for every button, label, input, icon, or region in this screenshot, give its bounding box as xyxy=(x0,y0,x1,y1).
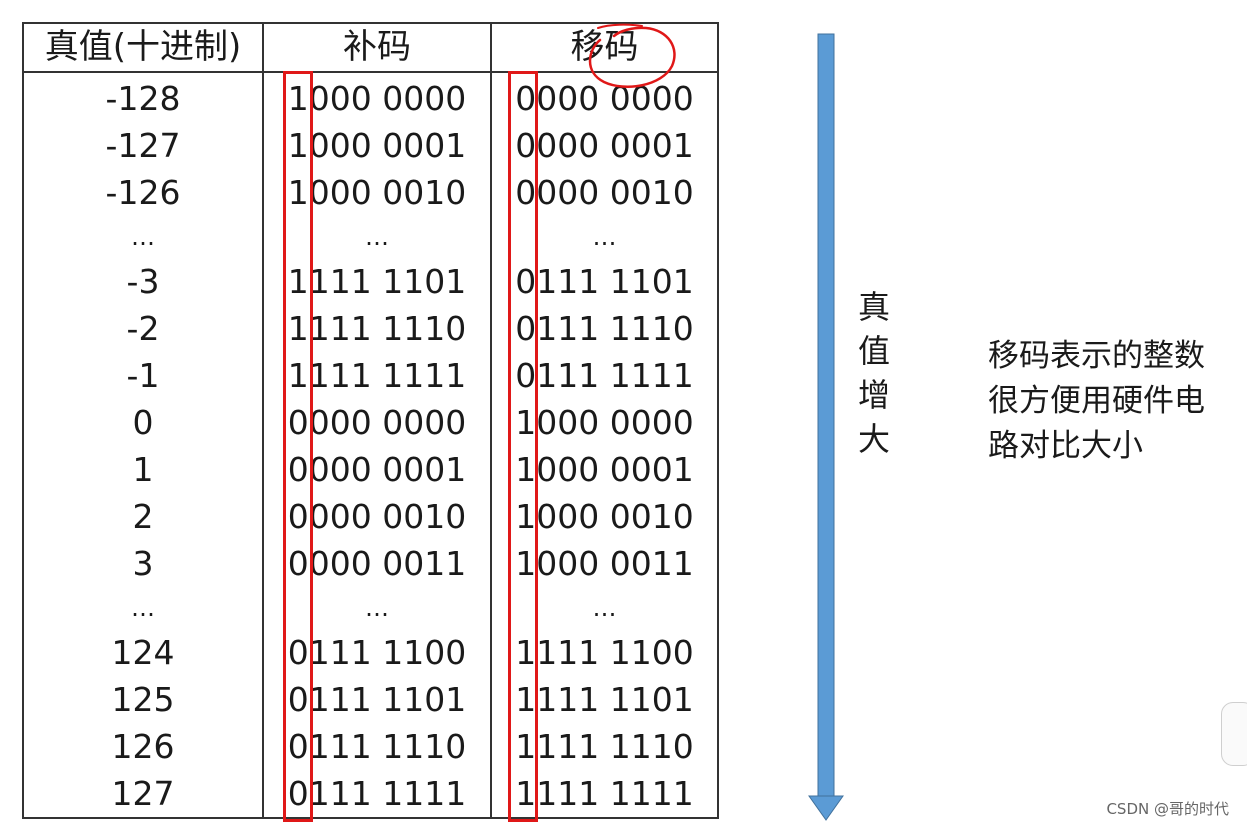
cell-twos-complement: 0000 0000 xyxy=(262,399,492,446)
cell-twos-complement: 1111 1110 xyxy=(262,305,492,352)
note-line: 很方便用硬件电 xyxy=(988,383,1205,419)
cell-excess-code: 1111 1100 xyxy=(490,629,719,676)
cell-twos-complement: 1000 0001 xyxy=(262,122,492,169)
arrow-label-char: 大 xyxy=(857,420,890,458)
cell-true-value: -2 xyxy=(22,305,264,352)
cell-true-value: -1 xyxy=(22,352,264,399)
cell-excess-code: … xyxy=(490,216,719,258)
cell-excess-code: 0000 0001 xyxy=(490,122,719,169)
cell-true-value: 1 xyxy=(22,446,264,493)
table-row: ……… xyxy=(22,587,719,629)
cell-true-value: -3 xyxy=(22,258,264,305)
arrow-label-char: 真 xyxy=(857,288,890,326)
cell-true-value: 3 xyxy=(22,540,264,587)
cell-twos-complement: … xyxy=(262,587,492,629)
cell-excess-code: 1000 0001 xyxy=(490,446,719,493)
cell-excess-code: 0000 0010 xyxy=(490,169,719,216)
cell-true-value: 0 xyxy=(22,399,264,446)
cell-excess-code: 0111 1110 xyxy=(490,305,719,352)
cell-twos-complement: 1111 1111 xyxy=(262,352,492,399)
cell-twos-complement: 1000 0000 xyxy=(262,72,492,122)
cell-twos-complement: 1000 0010 xyxy=(262,169,492,216)
cell-excess-code: 1111 1110 xyxy=(490,723,719,770)
cell-true-value: -128 xyxy=(22,72,264,122)
cell-twos-complement: 0111 1111 xyxy=(262,770,492,819)
down-arrow-icon xyxy=(808,33,844,821)
arrow-label-char: 增 xyxy=(857,376,890,414)
cell-twos-complement: 1111 1101 xyxy=(262,258,492,305)
cell-twos-complement: … xyxy=(262,216,492,258)
table-row: ……… xyxy=(22,216,719,258)
cell-true-value: … xyxy=(22,216,264,258)
cell-true-value: 127 xyxy=(22,770,264,819)
note-line: 路对比大小 xyxy=(988,428,1143,464)
sign-bit-highlight-complement xyxy=(283,71,313,822)
header-excess-code: 移码 xyxy=(490,22,719,73)
arrow-label-char: 值 xyxy=(857,332,890,370)
cell-excess-code: 0000 0000 xyxy=(490,72,719,122)
cell-excess-code: 1111 1111 xyxy=(490,770,719,819)
cell-excess-code: 0111 1111 xyxy=(490,352,719,399)
cell-excess-code: 1000 0000 xyxy=(490,399,719,446)
cell-twos-complement: 0111 1100 xyxy=(262,629,492,676)
explanation-note: 移码表示的整数 很方便用硬件电 路对比大小 xyxy=(988,334,1243,469)
note-line: 移码表示的整数 xyxy=(988,338,1205,374)
sign-bit-highlight-excess xyxy=(508,71,538,822)
cell-true-value: … xyxy=(22,587,264,629)
circle-annotation-icon xyxy=(588,23,676,88)
watermark: CSDN @哥的时代 xyxy=(1106,800,1229,818)
cell-true-value: -127 xyxy=(22,122,264,169)
cell-true-value: 126 xyxy=(22,723,264,770)
header-twos-complement: 补码 xyxy=(262,22,492,73)
cell-excess-code: 1111 1101 xyxy=(490,676,719,723)
cell-true-value: 124 xyxy=(22,629,264,676)
cell-twos-complement: 0000 0011 xyxy=(262,540,492,587)
cell-twos-complement: 0111 1110 xyxy=(262,723,492,770)
header-true-value: 真值(十进制) xyxy=(22,22,264,73)
cell-true-value: 2 xyxy=(22,493,264,540)
cell-excess-code: 1000 0010 xyxy=(490,493,719,540)
cell-excess-code: … xyxy=(490,587,719,629)
cell-twos-complement: 0111 1101 xyxy=(262,676,492,723)
cell-true-value: 125 xyxy=(22,676,264,723)
cell-true-value: -126 xyxy=(22,169,264,216)
arrow-label: 真 值 增 大 xyxy=(856,285,892,461)
side-scroll-handle[interactable] xyxy=(1221,702,1247,766)
cell-excess-code: 0111 1101 xyxy=(490,258,719,305)
cell-twos-complement: 0000 0010 xyxy=(262,493,492,540)
cell-twos-complement: 0000 0001 xyxy=(262,446,492,493)
table-header-row: 真值(十进制) 补码 移码 xyxy=(22,22,719,73)
cell-excess-code: 1000 0011 xyxy=(490,540,719,587)
